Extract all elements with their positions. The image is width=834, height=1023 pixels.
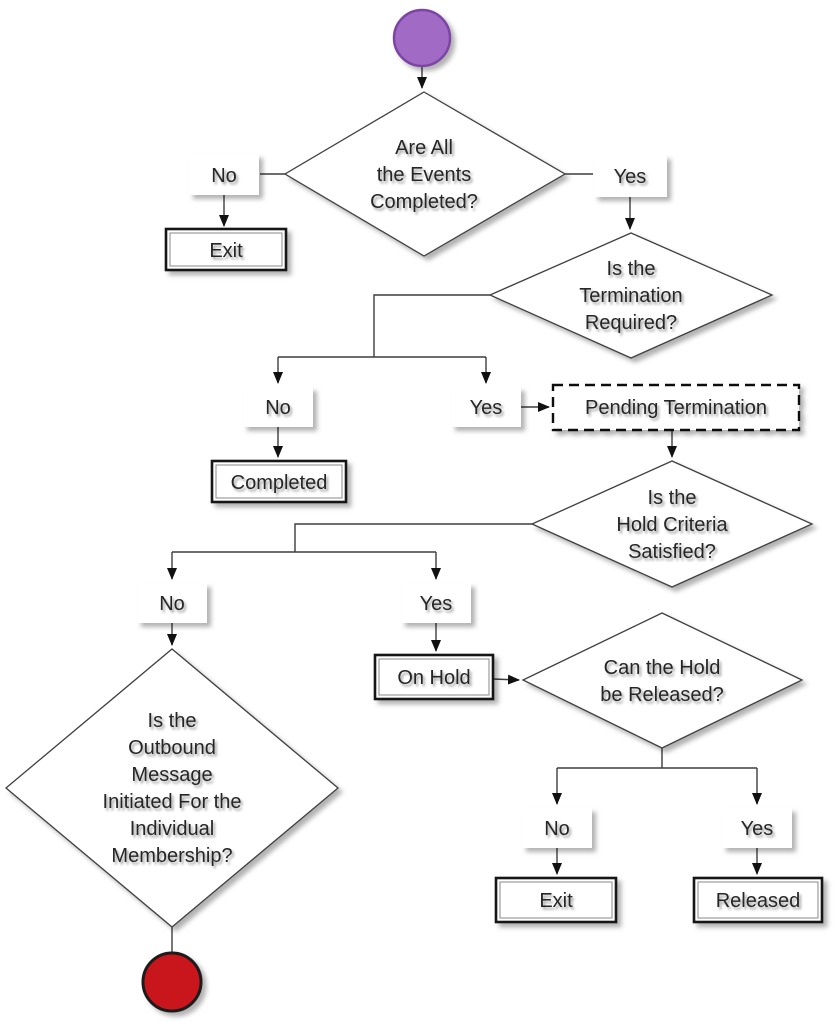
label-text: Yes xyxy=(420,593,453,615)
terminal-completed: Completed xyxy=(210,459,348,504)
label-box xyxy=(401,583,471,623)
terminal-box-inner xyxy=(215,464,343,499)
decision-text-line: Required? xyxy=(585,312,677,334)
label-text: No xyxy=(265,397,291,419)
connector-hold-branch xyxy=(172,523,532,553)
decision-text-line: Outbound xyxy=(128,737,216,759)
decision-can-hold-be-released: Can the Hold be Released? xyxy=(521,612,804,749)
decision-text-line: Initiated For the xyxy=(103,791,242,813)
label-text: Yes xyxy=(470,397,503,419)
label-box xyxy=(594,155,667,197)
terminal-released: Released xyxy=(692,876,824,924)
terminal-box xyxy=(210,459,348,504)
branch-label-no-release: No xyxy=(522,808,592,848)
decision-text-line: Is the xyxy=(148,710,197,732)
decision-are-all-events-completed: Are All the Events Completed? xyxy=(283,91,567,257)
branch-label-yes-events: Yes xyxy=(594,155,667,197)
terminal-exit-top: Exit xyxy=(164,227,288,272)
dashed-state-box xyxy=(551,383,801,432)
label-box xyxy=(451,387,521,427)
decision-is-termination-required: Is the Termination Required? xyxy=(488,232,774,359)
decision-text-line: Is the xyxy=(648,487,697,509)
terminal-text: Exit xyxy=(539,890,573,912)
terminal-box xyxy=(494,876,618,924)
label-box xyxy=(522,808,592,848)
start-node-circle xyxy=(392,8,452,68)
decision-text-line: Message xyxy=(131,764,212,786)
terminal-box xyxy=(692,876,824,924)
decision-is-outbound-message-initiated: Is the Outbound Message Initiated For th… xyxy=(4,648,340,928)
branch-label-yes-release: Yes xyxy=(722,808,792,848)
connector-termination-branch xyxy=(278,294,490,358)
terminal-box-inner xyxy=(697,881,819,919)
branch-label-yes-hold: Yes xyxy=(401,583,471,623)
end-node-circle xyxy=(141,951,203,1013)
connectors xyxy=(167,66,762,954)
label-text: No xyxy=(211,165,237,187)
connector-onhold-to-release-decision xyxy=(492,674,520,685)
decision-diamond xyxy=(4,648,340,928)
label-box xyxy=(137,583,207,623)
terminal-text: Completed xyxy=(231,472,328,494)
label-text: No xyxy=(544,818,570,840)
terminal-box-inner xyxy=(169,232,283,267)
decision-text-line: Satisfied? xyxy=(628,541,716,563)
terminal-box-inner xyxy=(499,881,613,919)
decision-diamond xyxy=(488,232,774,359)
label-box xyxy=(189,154,259,195)
label-box xyxy=(722,808,792,848)
decision-text-line: Membership? xyxy=(111,845,232,867)
state-text: Pending Termination xyxy=(585,397,767,419)
branch-label-no-hold: No xyxy=(137,583,207,623)
decision-diamond xyxy=(283,91,567,257)
terminal-box xyxy=(164,227,288,272)
connector-release-branch xyxy=(557,748,757,769)
branch-label-no-events: No xyxy=(189,154,259,195)
decision-diamond xyxy=(530,460,814,588)
terminal-box-inner xyxy=(378,658,490,696)
decision-text-line: Is the xyxy=(607,258,656,280)
branch-label-no-termination: No xyxy=(243,387,313,427)
decision-text-line: Termination xyxy=(579,285,682,307)
terminal-box xyxy=(373,653,495,701)
terminal-text: Exit xyxy=(209,240,243,262)
decision-text-line: Are All xyxy=(395,137,453,159)
decision-text-line: be Released? xyxy=(600,684,723,706)
decision-diamond xyxy=(521,612,804,749)
terminal-text: Released xyxy=(716,890,801,912)
state-pending-termination: Pending Termination xyxy=(551,383,801,432)
label-text: No xyxy=(159,593,185,615)
label-text: Yes xyxy=(614,166,647,188)
decision-is-hold-criteria-satisfied: Is the Hold Criteria Satisfied? xyxy=(530,460,814,588)
state-on-hold: On Hold xyxy=(373,653,495,701)
decision-text-line: Hold Criteria xyxy=(616,514,728,536)
branch-label-yes-termination: Yes xyxy=(451,387,521,427)
label-text: Yes xyxy=(741,818,774,840)
decision-text-line: Can the Hold xyxy=(604,657,721,679)
state-text: On Hold xyxy=(397,667,470,689)
terminal-exit-bottom: Exit xyxy=(494,876,618,924)
decision-text-line: the Events xyxy=(377,164,472,186)
decision-text-line: Completed? xyxy=(370,191,478,213)
decision-text-line: Individual xyxy=(130,818,215,840)
label-box xyxy=(243,387,313,427)
